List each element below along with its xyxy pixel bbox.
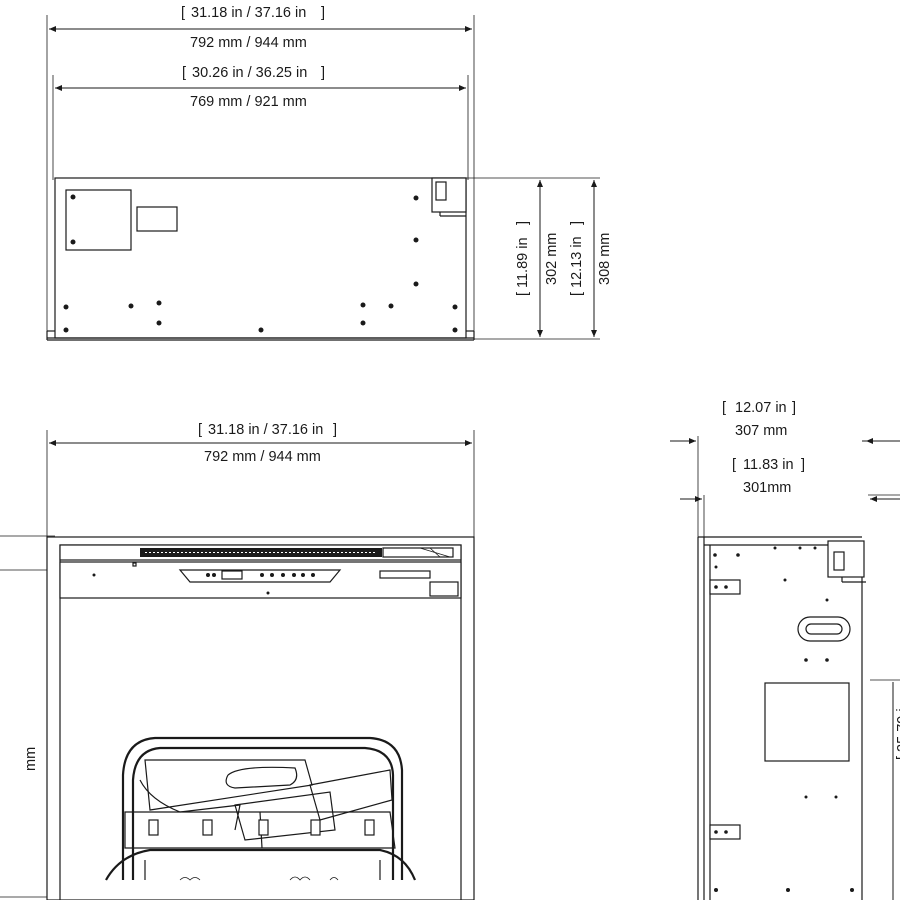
svg-text:]: ] xyxy=(792,400,796,416)
inner-width-inches: 30.26 in / 36.25 in xyxy=(192,65,307,81)
outer-depth-inches: 12.07 in xyxy=(735,400,787,416)
top-view: [ 31.18 in / 37.16 in ] 792 mm / 944 mm … xyxy=(46,5,613,341)
control-panel xyxy=(59,561,462,599)
side-access-panel xyxy=(764,682,850,762)
bracket-left: [ xyxy=(182,65,186,81)
svg-text:]: ] xyxy=(801,457,805,473)
front-width-inches: 31.18 in / 37.16 in xyxy=(208,422,323,438)
side-screw-holes xyxy=(713,546,854,892)
side-body xyxy=(697,536,864,900)
total-height-mm: 308 mm xyxy=(597,233,613,285)
svg-text:mm: mm xyxy=(23,747,39,771)
inner-width-mm: 769 mm / 921 mm xyxy=(190,94,307,110)
svg-text:[: [ xyxy=(732,457,736,473)
height-inches: 11.89 in xyxy=(515,237,531,288)
outer-depth-mm: 307 mm xyxy=(735,423,787,439)
svg-text:]: ] xyxy=(569,221,585,225)
svg-text:]: ] xyxy=(515,221,531,225)
svg-text:]: ] xyxy=(333,422,337,438)
label-plate xyxy=(136,206,178,232)
bracket-left: [ xyxy=(181,5,185,21)
bracket-right: ] xyxy=(321,5,325,21)
overall-width-mm: 792 mm / 944 mm xyxy=(190,35,307,51)
inner-depth-inches: 11.83 in xyxy=(743,457,794,473)
access-panel xyxy=(65,189,132,251)
log-set xyxy=(105,736,417,881)
svg-text:[: [ xyxy=(722,400,726,416)
svg-text:[: [ xyxy=(198,422,202,438)
front-view: [ 31.18 in / 37.16 in ] 792 mm / 944 mm … xyxy=(0,422,475,900)
height-mm: 302 mm xyxy=(544,233,560,285)
screw-holes xyxy=(63,194,458,333)
overall-width-inches: 31.18 in / 37.16 in xyxy=(191,5,306,21)
svg-text:[: [ xyxy=(515,292,531,296)
side-view: [ 12.07 in ] 307 mm [ 11.83 in ] 301mm xyxy=(670,400,900,900)
inner-depth-mm: 301mm xyxy=(743,480,791,496)
total-height-inches: 12.13 in xyxy=(569,236,585,288)
svg-text:[ 25.79 i: [ 25.79 i xyxy=(895,708,900,760)
svg-text:[: [ xyxy=(569,292,585,296)
bracket-right: ] xyxy=(321,65,325,81)
front-width-mm: 792 mm / 944 mm xyxy=(204,449,321,465)
